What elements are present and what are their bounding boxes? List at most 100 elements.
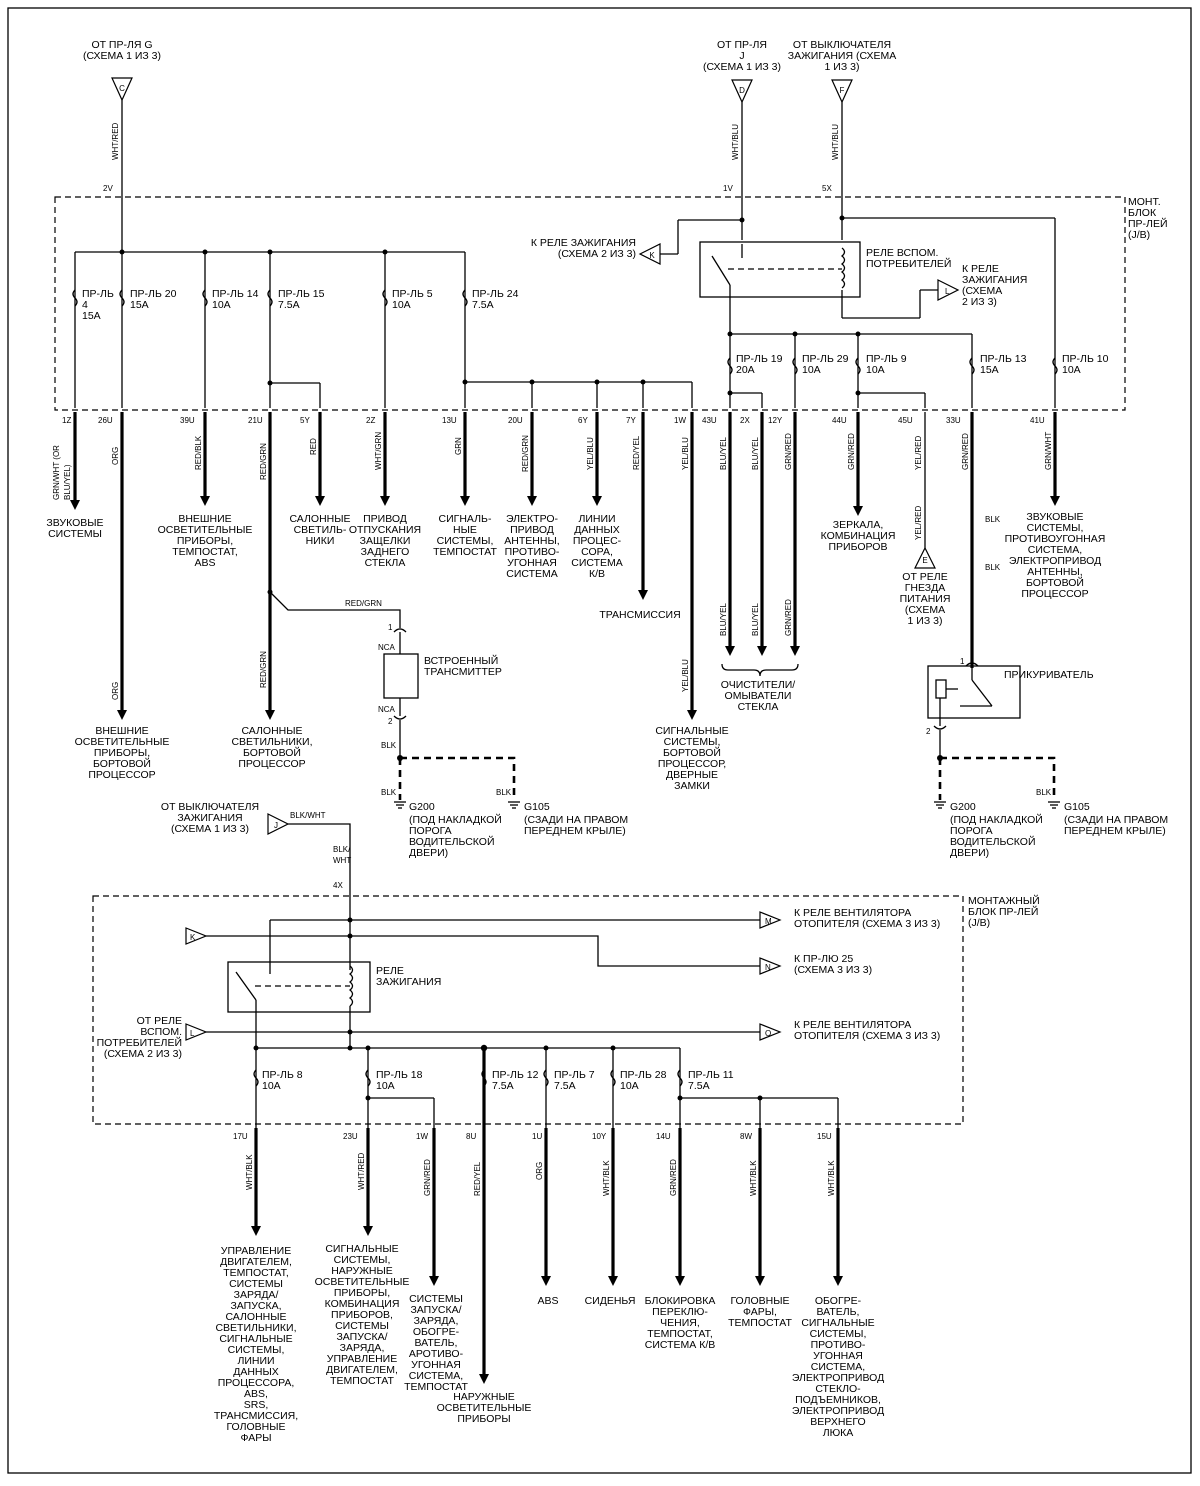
svg-text:1Z: 1Z (62, 416, 71, 425)
svg-text:J: J (274, 821, 278, 830)
svg-text:21U: 21U (248, 416, 263, 425)
svg-text:BLK: BLK (496, 788, 512, 797)
svg-text:WHT/BLK: WHT/BLK (602, 1160, 611, 1196)
svg-text:BLU/YEL: BLU/YEL (719, 437, 728, 470)
svg-text:BLK: BLK (1036, 788, 1052, 797)
svg-text:WHT/BLK: WHT/BLK (245, 1154, 254, 1190)
svg-text:RED/GRN: RED/GRN (259, 443, 268, 480)
svg-text:41U: 41U (1030, 416, 1045, 425)
svg-text:6Y: 6Y (578, 416, 588, 425)
svg-text:N: N (765, 963, 771, 972)
wire-label: WHT/BLU (731, 124, 740, 160)
svg-text:45U: 45U (898, 416, 913, 425)
svg-text:E: E (922, 556, 927, 565)
svg-text:K: K (190, 933, 196, 942)
svg-text:WHT/GRN: WHT/GRN (374, 432, 383, 470)
wire-label: WHT/RED (111, 122, 120, 160)
aux-relay-box (699, 241, 861, 298)
svg-text:4X: 4X (333, 881, 343, 890)
svg-text:BLK/WHT: BLK/WHT (333, 845, 351, 865)
svg-text:M: M (765, 917, 772, 926)
svg-text:BLK: BLK (381, 788, 397, 797)
svg-text:10Y: 10Y (592, 1132, 607, 1141)
dest-transmission: ТРАНСМИССИЯ (599, 609, 680, 621)
svg-text:GRN/RED: GRN/RED (423, 1159, 432, 1196)
svg-text:RED/BLK: RED/BLK (194, 435, 203, 470)
svg-text:20U: 20U (508, 416, 523, 425)
svg-text:43U: 43U (702, 416, 717, 425)
svg-text:1W: 1W (416, 1132, 428, 1141)
source-ignition-letter: F (840, 86, 845, 95)
svg-text:YEL/BLU: YEL/BLU (681, 659, 690, 692)
svg-text:YEL/BLU: YEL/BLU (586, 437, 595, 470)
svg-text:1: 1 (960, 657, 965, 666)
svg-text:2: 2 (926, 727, 931, 736)
svg-text:13U: 13U (442, 416, 457, 425)
source-g-label: ОТ ПР-ЛЯ G(СХЕМА 1 ИЗ 3) (83, 39, 161, 62)
to-ignition-relay-left-label: К РЕЛЕ ЗАЖИГАНИЯ(СХЕМА 2 ИЗ 3) (531, 237, 636, 260)
svg-text:GRN/RED: GRN/RED (669, 1159, 678, 1196)
page-frame (7, 7, 1192, 1474)
svg-text:12Y: 12Y (768, 416, 783, 425)
svg-text:WHT/BLK: WHT/BLK (749, 1160, 758, 1196)
ignition-relay-box (227, 961, 371, 1013)
svg-text:BLK: BLK (985, 563, 1001, 572)
dest-abs: ABS (537, 1295, 558, 1307)
svg-text:7Y: 7Y (626, 416, 636, 425)
svg-text:GRN/RED: GRN/RED (784, 433, 793, 470)
svg-text:BLU/YEL: BLU/YEL (719, 603, 728, 636)
svg-text:BLK: BLK (381, 741, 397, 750)
svg-text:NCA: NCA (378, 643, 396, 652)
svg-text:RED/GRN: RED/GRN (259, 651, 268, 688)
svg-text:14U: 14U (656, 1132, 671, 1141)
pin-1v: 1V (723, 184, 733, 193)
svg-text:YEL/BLU: YEL/BLU (681, 437, 690, 470)
svg-text:BLU/YEL: BLU/YEL (751, 603, 760, 636)
wire-label: WHT/BLU (831, 124, 840, 160)
connector-k-arrow (638, 243, 661, 265)
jb1-outputs: 1Z 26U 39U 21U 5Y 2Z 13U 20U 6Y 7Y 1W 43… (46, 412, 1105, 792)
svg-text:BLK/WHT: BLK/WHT (290, 811, 326, 820)
svg-text:2: 2 (388, 717, 393, 726)
svg-text:GRN/RED: GRN/RED (961, 433, 970, 470)
fuse-symbols-left (72, 289, 468, 307)
